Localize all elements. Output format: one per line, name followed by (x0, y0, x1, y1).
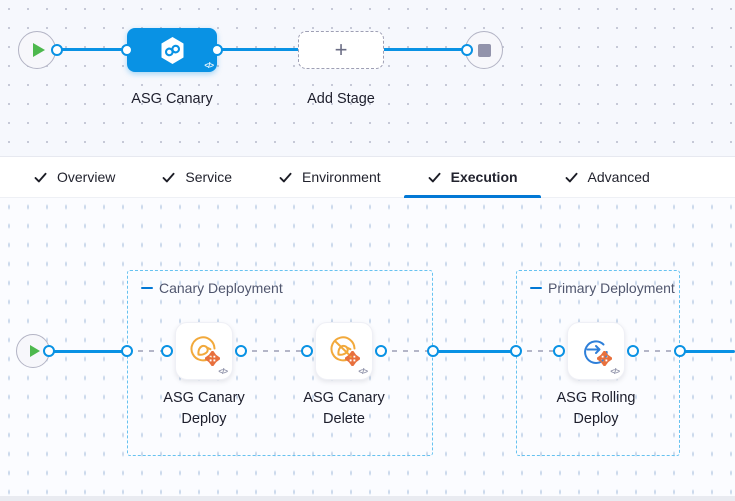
tab-label: Overview (57, 169, 116, 185)
port (674, 345, 686, 357)
step-label: ASG Canary Deploy (129, 388, 279, 430)
asg-rolling-deploy-icon (584, 340, 612, 366)
execution-graph-canvas[interactable]: Canary Deployment Primary Deployment (0, 198, 735, 501)
tab-label: Advanced (587, 169, 650, 185)
pipeline-end-node (465, 31, 503, 69)
exec-dash-line (127, 350, 167, 352)
plus-icon: + (334, 37, 348, 62)
yaml-code-icon[interactable]: </> (204, 61, 214, 70)
port (161, 345, 173, 357)
port (235, 345, 247, 357)
tab-environment[interactable]: Environment (255, 157, 404, 197)
stage-out-port (211, 44, 223, 56)
exec-line (33, 350, 127, 353)
stage-label: ASG Canary (131, 91, 213, 107)
stage-flow-line (37, 48, 484, 51)
step-node-asg-canary-deploy[interactable]: </> (175, 322, 233, 380)
add-stage-label: Add Stage (307, 91, 375, 107)
exec-dash-line (633, 350, 680, 352)
step-label: ASG Canary Delete (269, 388, 419, 430)
collapse-dash-icon[interactable] (530, 286, 542, 290)
add-stage-button[interactable]: + (298, 31, 384, 69)
step-label-line1: ASG Canary (163, 390, 245, 406)
step-label-line2: Delete (323, 411, 365, 427)
asg-canary-deploy-icon (186, 333, 220, 366)
play-icon (29, 345, 40, 357)
check-icon (278, 170, 293, 185)
port (427, 345, 439, 357)
check-icon (161, 170, 176, 185)
harness-cd-hexagon-icon (161, 36, 183, 64)
port (510, 345, 522, 357)
tab-execution[interactable]: Execution (403, 157, 541, 198)
step-label-line2: Deploy (573, 411, 619, 427)
tab-advanced[interactable]: Advanced (541, 157, 673, 197)
exec-dash-line (381, 350, 433, 352)
group-header: Primary Deployment (530, 280, 675, 296)
horizontal-scrollbar-track[interactable] (0, 496, 735, 501)
group-title: Canary Deployment (159, 280, 283, 296)
port (121, 345, 133, 357)
check-icon (564, 170, 579, 185)
exec-line (680, 350, 735, 353)
exec-dash-line (241, 350, 307, 352)
port (43, 345, 55, 357)
asg-canary-delete-icon (326, 333, 360, 366)
step-node-asg-rolling-deploy[interactable]: </> (567, 322, 625, 380)
step-label: ASG Rolling Deploy (521, 388, 671, 430)
stage-config-tabbar: Overview Service Environment Execution A… (0, 156, 735, 198)
check-icon (33, 170, 48, 185)
step-label-line1: ASG Canary (303, 390, 385, 406)
step-label-line1: ASG Rolling (556, 390, 636, 406)
tab-overview[interactable]: Overview (10, 157, 138, 197)
stop-icon (477, 43, 491, 57)
tab-label: Service (185, 169, 233, 185)
port (301, 345, 313, 357)
pipeline-start-node (18, 31, 56, 69)
play-icon (33, 43, 45, 57)
check-icon (427, 170, 442, 185)
yaml-code-icon[interactable]: </> (610, 367, 620, 376)
yaml-code-icon[interactable]: </> (218, 367, 228, 376)
step-node-asg-canary-delete[interactable]: </> (315, 322, 373, 380)
tab-service[interactable]: Service (138, 157, 255, 197)
exec-dash-line (516, 350, 559, 352)
tab-label: Environment (302, 169, 381, 185)
step-group-primary-deployment[interactable]: Primary Deployment (516, 270, 680, 456)
collapse-dash-icon[interactable] (141, 286, 153, 290)
port (627, 345, 639, 357)
yaml-code-icon[interactable]: </> (358, 367, 368, 376)
port (375, 345, 387, 357)
exec-line (433, 350, 516, 353)
stage-node-asg-canary[interactable]: </> (127, 28, 217, 72)
start-out-port (51, 44, 63, 56)
stage-in-port (121, 44, 133, 56)
port (553, 345, 565, 357)
step-group-canary-deployment[interactable]: Canary Deployment (127, 270, 433, 456)
tab-label: Execution (450, 169, 518, 185)
step-label-line2: Deploy (181, 411, 227, 427)
stage-graph-canvas[interactable]: </> + ASG Canary Add Stage (0, 0, 735, 156)
end-in-port (461, 44, 473, 56)
group-header: Canary Deployment (141, 280, 283, 296)
group-title: Primary Deployment (548, 280, 675, 296)
